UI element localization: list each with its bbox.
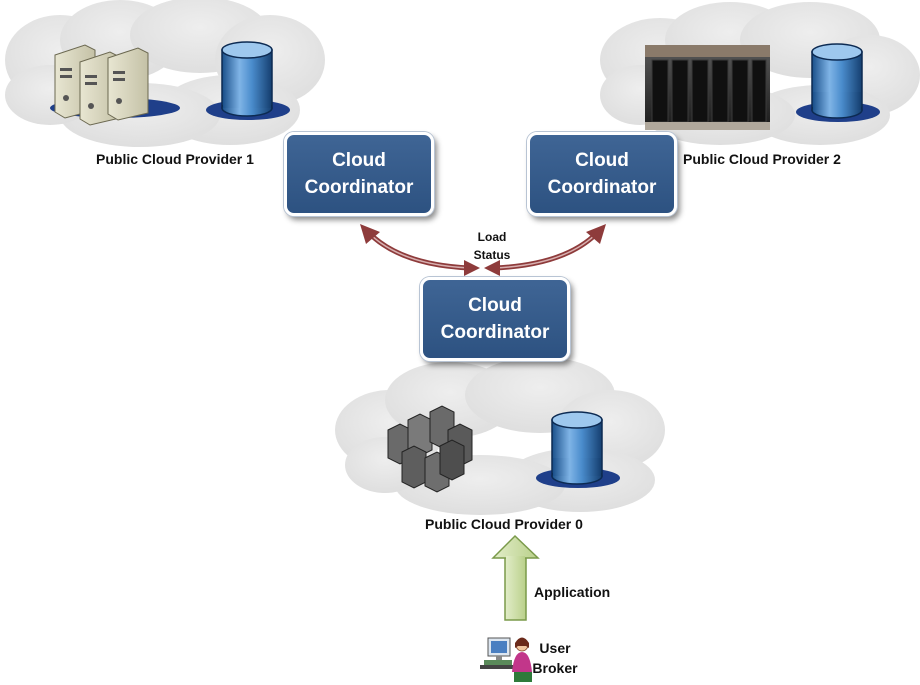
application-up-arrow <box>491 534 540 621</box>
coordinator-line-2: Coordinator <box>547 177 657 198</box>
provider-2-label: Public Cloud Provider 2 <box>683 151 841 167</box>
user-computer-icon <box>480 637 532 682</box>
datacenter-icon <box>645 45 770 130</box>
load-status-line-2: Status <box>473 248 511 262</box>
coordinator-line-2: Coordinator <box>440 322 550 343</box>
user-broker-line-2: Broker <box>532 660 578 676</box>
server-tower-icon <box>50 44 180 126</box>
provider-0-label: Public Cloud Provider 0 <box>425 516 583 532</box>
user-broker-line-1: User <box>539 640 571 656</box>
database-icon <box>206 41 290 120</box>
coordinator-line-1: Cloud <box>575 150 629 171</box>
cloud-coordinator-2: Cloud Coordinator <box>527 132 677 216</box>
application-label: Application <box>534 584 611 600</box>
load-status-label: Load Status <box>470 228 514 264</box>
cloud-provider-1 <box>5 0 325 147</box>
cloud-coordinator-0: Cloud Coordinator <box>420 277 570 361</box>
coordinator-line-2: Coordinator <box>304 177 414 198</box>
coordinator-line-1: Cloud <box>332 150 386 171</box>
load-status-line-1: Load <box>477 230 507 244</box>
load-status-arrows <box>365 229 601 271</box>
database-icon <box>536 411 620 488</box>
cloud-coordinator-1: Cloud Coordinator <box>284 132 434 216</box>
cloud-provider-0 <box>335 357 665 515</box>
database-icon <box>796 43 880 122</box>
coordinator-line-1: Cloud <box>468 295 522 316</box>
server-cluster-icon <box>387 405 473 493</box>
arrowhead-icon <box>360 224 606 276</box>
provider-1-label: Public Cloud Provider 1 <box>96 151 254 167</box>
user-broker-label: User Broker <box>530 638 580 678</box>
